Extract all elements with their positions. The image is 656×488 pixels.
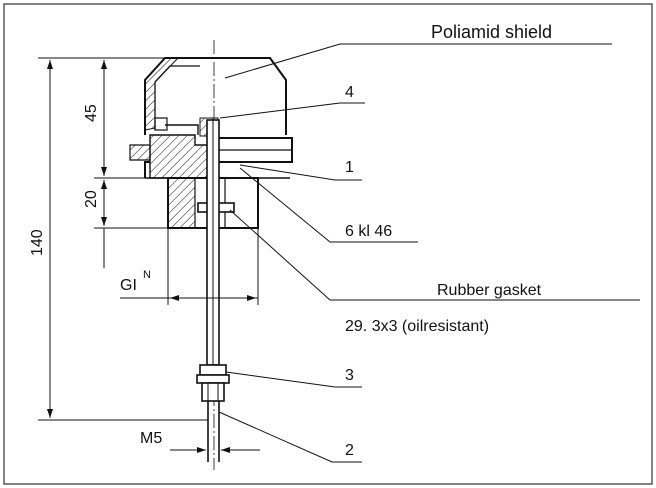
poliamid-shield <box>144 57 287 135</box>
dim-m5-label: M5 <box>140 430 162 447</box>
dim-140-label: 140 <box>29 229 46 256</box>
dim-gi-superscript: N <box>143 269 151 281</box>
dim-20-label: 20 <box>83 190 100 208</box>
title-label: Poliamid shield <box>431 22 552 42</box>
head-internals <box>129 117 219 179</box>
leader-lines <box>218 43 640 463</box>
sensor-tip <box>207 401 220 462</box>
dimension-140 <box>38 57 208 421</box>
dimension-gi <box>120 228 259 305</box>
part-6-label: 6 kl 46 <box>345 223 392 240</box>
part-2-label: 2 <box>345 442 354 459</box>
drawing-frame <box>3 3 653 485</box>
dimension-20 <box>94 180 170 268</box>
sensor-stem <box>206 119 220 366</box>
gasket-label: Rubber gasket <box>437 282 542 299</box>
compression-fitting <box>196 364 230 402</box>
dim-45-label: 45 <box>83 104 100 122</box>
part-3-label: 3 <box>345 367 354 384</box>
gasket-spec-label: 29. 3x3 (oilresistant) <box>345 318 489 335</box>
part-1-label: 1 <box>345 159 354 176</box>
dimension-45 <box>94 60 150 179</box>
dim-gi-label: GI <box>120 277 137 294</box>
part-4-label: 4 <box>345 84 354 101</box>
terminal-block <box>211 137 293 163</box>
